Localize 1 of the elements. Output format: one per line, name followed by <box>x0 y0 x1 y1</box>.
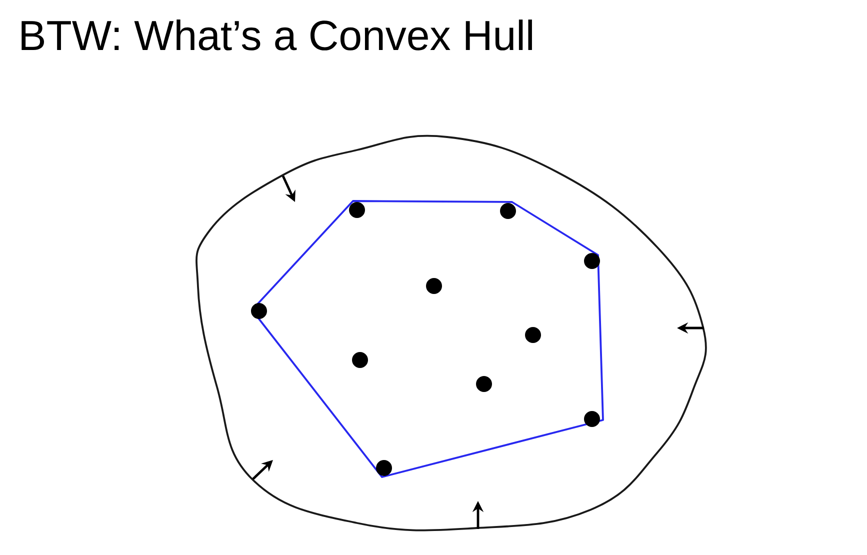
title: BTW: What’s a Convex Hull <box>22 20 532 50</box>
